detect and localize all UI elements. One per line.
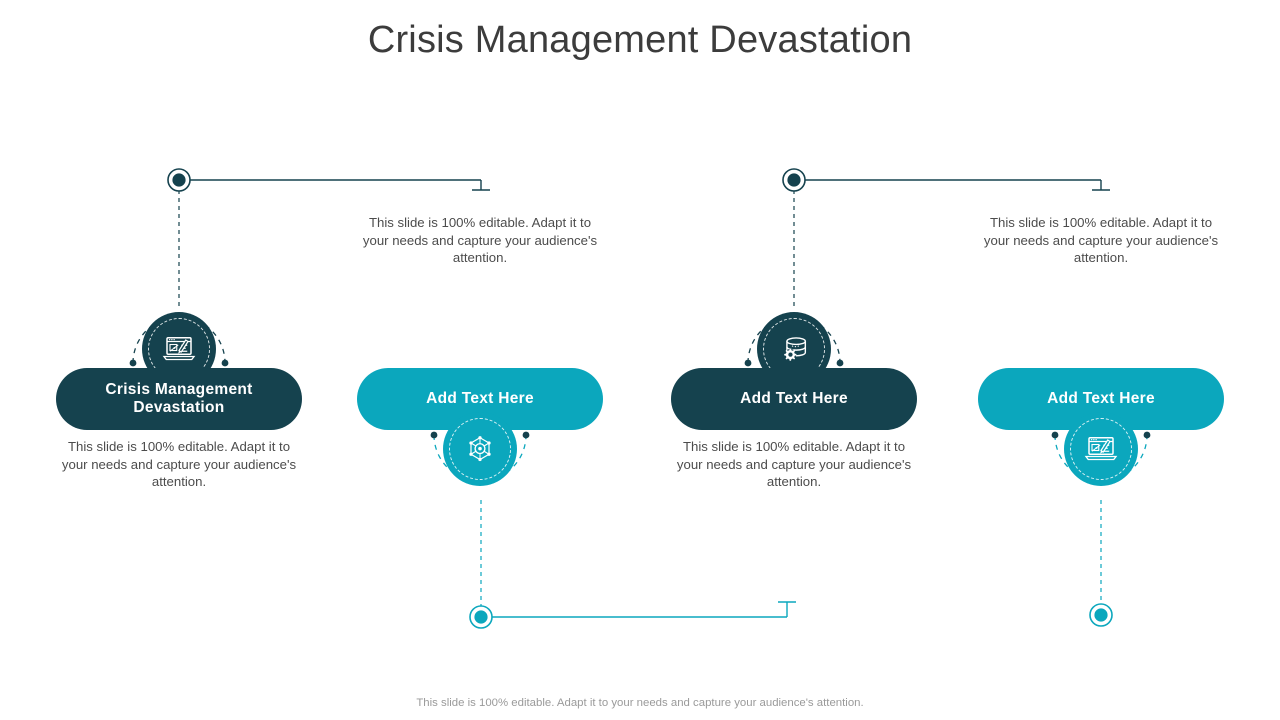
card-4-medallion [1064, 412, 1138, 486]
card-2-medallion [443, 412, 517, 486]
card-4-description: This slide is 100% editable. Adapt it to… [983, 215, 1219, 266]
card-1-description: This slide is 100% editable. Adapt it to… [61, 439, 297, 490]
page-title: Crisis Management Devastation [367, 19, 913, 61]
card-3-description: This slide is 100% editable. Adapt it to… [676, 439, 912, 490]
card-3-label[interactable]: Add Text Here [671, 368, 917, 430]
network-hub-icon [469, 436, 491, 462]
ring-node-bottom-left [469, 605, 493, 629]
ring-node-top-left [167, 168, 191, 192]
laptop-presentation-icon [1084, 437, 1118, 461]
ring-node-bottom-right [1089, 603, 1113, 627]
card-2-description: This slide is 100% editable. Adapt it to… [362, 215, 598, 266]
connector-bottom-right [1089, 500, 1113, 627]
connector-bottom-left [469, 500, 796, 629]
laptop-presentation-icon [162, 337, 196, 361]
card-1-label[interactable]: Crisis Management Devastation [56, 368, 302, 430]
database-gear-icon [784, 337, 807, 361]
ring-node-top-right [782, 168, 806, 192]
footer-note: This slide is 100% editable. Adapt it to… [416, 697, 864, 709]
